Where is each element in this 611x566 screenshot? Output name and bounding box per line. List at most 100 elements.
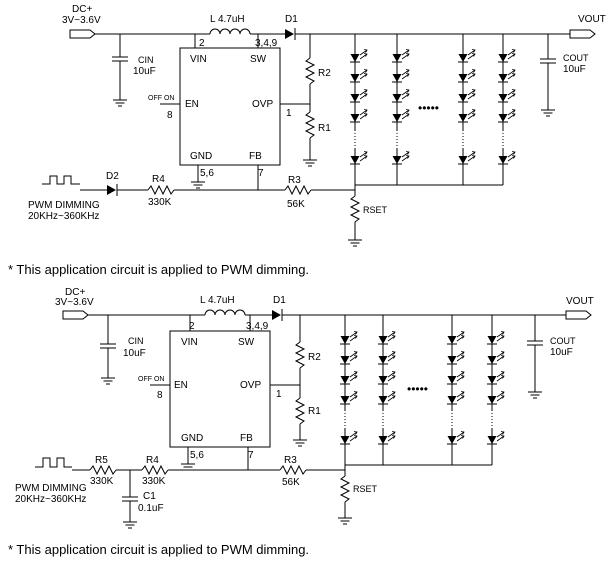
pin-en-label: EN xyxy=(174,380,188,391)
c1-value: 0.1uF xyxy=(138,503,164,514)
vin-range-label: 3V~3.6V xyxy=(55,297,94,308)
rset-label: RSET xyxy=(363,205,388,215)
resistor-r5 xyxy=(89,464,117,476)
pin-en-label: EN xyxy=(185,99,199,110)
resistor-r2 xyxy=(304,57,316,85)
resistor-r3 xyxy=(279,464,307,476)
pin-gnd-label: GND xyxy=(190,151,212,162)
cout-value: 10uF xyxy=(550,347,573,358)
circuit-2: DC+ 3V~3.6V L 4.7uH D1 VOUT CIN 10uF 2 3… xyxy=(15,287,594,529)
note-1: * This application circuit is applied to… xyxy=(8,262,310,277)
pin-sw-label: SW xyxy=(250,54,267,65)
cout-label: COUT xyxy=(563,53,589,63)
cout-value: 10uF xyxy=(563,64,586,75)
vin-range-label: 3V~3.6V xyxy=(62,15,101,26)
pin-sw-label: SW xyxy=(238,337,255,348)
pin-vin-label: VIN xyxy=(190,54,207,65)
resistor-r4 xyxy=(141,464,169,476)
pin-ovp-number: 1 xyxy=(276,389,282,400)
note-2: * This application circuit is applied to… xyxy=(8,542,310,557)
pin-ovp-label: OVP xyxy=(240,380,261,391)
pin-gnd-number: 5,6 xyxy=(190,450,204,461)
led-ellipsis: ••••• xyxy=(418,101,439,115)
ic-box xyxy=(169,330,271,448)
r4-label: R4 xyxy=(146,455,159,466)
r1-label: R1 xyxy=(308,406,321,417)
resistor-r1 xyxy=(294,397,306,425)
led-array: ••••• xyxy=(349,34,516,186)
pin-sw-number: 3,4,9 xyxy=(246,321,269,332)
vout-terminal xyxy=(569,29,596,39)
diode-d2 xyxy=(107,184,118,196)
r2-label: R2 xyxy=(308,352,321,363)
c1-label: C1 xyxy=(143,491,156,502)
inductor-label: L 4.7uH xyxy=(200,295,235,306)
ic-box xyxy=(179,47,281,166)
r1-label: R1 xyxy=(318,123,331,134)
pin-gnd-label: GND xyxy=(181,433,203,444)
r4-value: 330K xyxy=(148,197,172,208)
pwm-label: PWM DIMMING xyxy=(15,483,87,494)
cout-label: COUT xyxy=(550,336,576,346)
pin-ovp-label: OVP xyxy=(252,99,273,110)
dc-input-terminal xyxy=(62,310,89,320)
resistor-rset xyxy=(339,475,351,503)
r3-value: 56K xyxy=(282,477,300,488)
resistor-r1 xyxy=(304,111,316,139)
pin-fb-label: FB xyxy=(249,151,262,162)
off-on-label: OFF ON xyxy=(138,376,164,383)
pin-vin-number: 2 xyxy=(189,321,195,332)
pin-fb-label: FB xyxy=(240,433,253,444)
r4-label: R4 xyxy=(152,174,165,185)
diode-d1-label: D1 xyxy=(285,14,298,25)
pin-ovp-number: 1 xyxy=(286,108,292,119)
vout-terminal xyxy=(565,310,592,320)
pin-vin-number: 2 xyxy=(199,38,205,49)
pwm-frequency: 20KHz~360KHz xyxy=(28,211,99,222)
cin-value: 10uF xyxy=(133,66,156,77)
pwm-waveform xyxy=(35,457,72,468)
cin-value: 10uF xyxy=(123,348,146,359)
cin-label: CIN xyxy=(138,55,154,65)
led-array: ••••• xyxy=(339,315,505,466)
r3-label: R3 xyxy=(288,175,301,186)
resistor-r4 xyxy=(147,184,175,196)
r2-label: R2 xyxy=(318,68,331,79)
r5-value: 330K xyxy=(90,476,114,487)
vout-label: VOUT xyxy=(578,14,606,25)
pwm-frequency: 20KHz~360KHz xyxy=(15,494,86,505)
r5-label: R5 xyxy=(95,455,108,466)
resistor-r2 xyxy=(294,341,306,369)
pwm-label: PWM DIMMING xyxy=(28,200,100,211)
resistor-r3 xyxy=(284,184,312,196)
diode-d1-label: D1 xyxy=(273,295,286,306)
dc-input-label: DC+ xyxy=(65,287,85,298)
inductor-l xyxy=(204,309,246,316)
circuit-1: DC+ 3V~3.6V L 4.7uH D1 VOUT CIN 10uF xyxy=(28,4,606,247)
diode-d1 xyxy=(285,28,296,40)
pin-sw-number: 3,4,9 xyxy=(255,38,278,49)
r3-value: 56K xyxy=(287,199,305,210)
vout-label: VOUT xyxy=(566,296,594,307)
r4-value: 330K xyxy=(142,476,166,487)
inductor-l xyxy=(209,28,251,35)
off-on-label: OFF ON xyxy=(148,95,174,102)
dc-input-terminal xyxy=(69,29,96,39)
pwm-waveform xyxy=(42,175,80,185)
diode-d1 xyxy=(272,309,283,321)
d2-label: D2 xyxy=(106,171,119,182)
pin-vin-label: VIN xyxy=(181,337,198,348)
r3-label: R3 xyxy=(284,455,297,466)
led-ellipsis: ••••• xyxy=(407,382,428,396)
rset-label: RSET xyxy=(353,484,378,494)
pin-fb-number: 7 xyxy=(258,168,264,179)
dc-input-label: DC+ xyxy=(72,4,92,15)
inductor-label: L 4.7uH xyxy=(210,14,245,25)
pin-gnd-number: 5,6 xyxy=(200,168,214,179)
cin-label: CIN xyxy=(128,336,144,346)
pin-fb-number: 7 xyxy=(248,450,254,461)
resistor-rset xyxy=(349,195,361,223)
pin-en-number: 8 xyxy=(157,390,163,401)
pin-en-number: 8 xyxy=(167,110,173,121)
